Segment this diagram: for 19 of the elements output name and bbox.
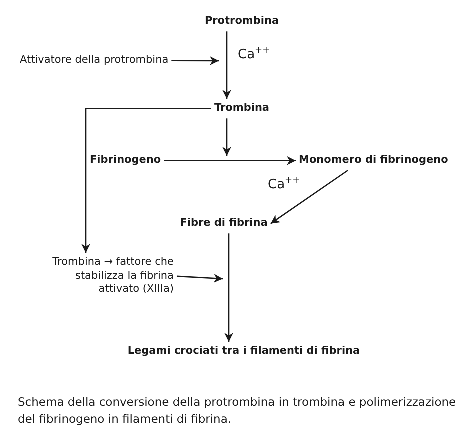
caption: Schema della conversione della protrombina in trombina e polimerizzazione del fibrinogeno in filamenti di fibrina. [18,394,458,428]
arrow [176,274,224,283]
arrow [270,170,348,224]
arrow [224,234,234,342]
ion-label: Ca$^{++}$ [268,176,300,192]
flow-step: Legami crociati tra i filamenti di fibrina [128,345,360,359]
flow-step: Fibrinogeno [90,154,162,168]
arrow [222,32,232,99]
flow-step: Trombina [214,102,270,116]
arrow [222,118,232,156]
arrow [164,156,296,166]
ion-label: Ca$^{++}$ [238,46,270,62]
flow-step: Fibre di fibrina [180,217,268,231]
flow-step: Attivatore della protrombina [20,54,169,68]
flow-step: Trombina → fattore che stabilizza la fibrina attivato (XIIIa) [46,256,174,297]
arrow [82,108,212,253]
flow-step: Protrombina [204,15,280,29]
flow-step: Monomero di fibrinogeno [299,154,448,168]
arrow [172,56,219,66]
